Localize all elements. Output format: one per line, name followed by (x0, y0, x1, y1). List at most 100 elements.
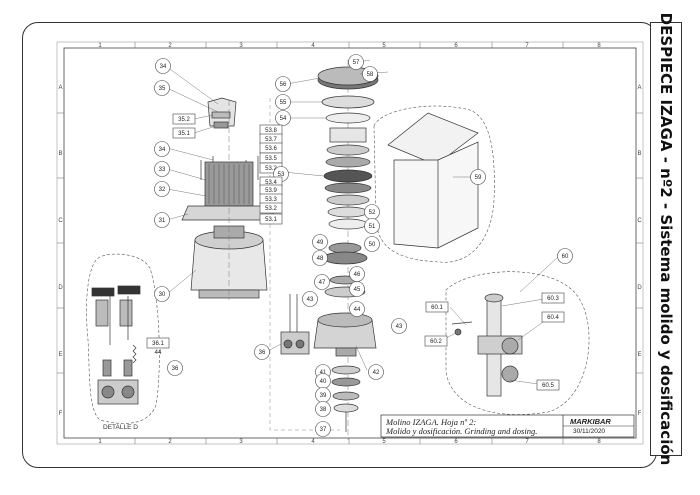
zone-column-label-top: 5 (382, 43, 386, 49)
callout-30: 30 (154, 286, 170, 302)
callout-label: 51 (369, 224, 376, 230)
zone-column-label-bottom: 7 (525, 439, 529, 445)
callout-35-1: 35.1 (172, 127, 196, 139)
callout-bubble (349, 281, 365, 297)
callout-60-2: 60.2 (424, 335, 448, 347)
zone-row-label-left: A (58, 85, 62, 91)
zone-column-label-top: 4 (311, 43, 315, 49)
callout-bubble (154, 161, 170, 177)
callout-box (424, 335, 448, 347)
callout-53-7: 53.7 (259, 133, 283, 145)
callout-label: 53.2 (265, 206, 277, 212)
callout-label: 34 (160, 64, 167, 70)
callout-label: 46 (354, 272, 361, 278)
callout-35-2: 35.2 (172, 113, 196, 125)
callout-label: 42 (373, 370, 380, 376)
callout-box (536, 379, 560, 391)
zone-row-label-left: F (59, 411, 63, 417)
callout-bubble (302, 291, 318, 307)
callout-label: 41 (320, 370, 327, 376)
callout-label: 35.1 (178, 131, 190, 137)
zone-column-label-top: 8 (597, 43, 601, 49)
callout-bubble (364, 236, 380, 252)
callout-bubble (254, 344, 270, 360)
callout-box (146, 337, 170, 349)
callout-bubble (275, 94, 291, 110)
callout-bubble (368, 364, 384, 380)
callout-label: 58 (367, 72, 374, 78)
callout-label: 37 (320, 427, 327, 433)
callout-label: 31 (159, 218, 166, 224)
callout-52: 52 (364, 204, 380, 220)
callout-60: 60 (557, 248, 573, 264)
zone-row-label-right: F (638, 411, 642, 417)
callout-box (259, 213, 283, 225)
callout-bubble (364, 218, 380, 234)
callout-44: 44 (349, 301, 365, 317)
callout-label: 59 (475, 175, 482, 181)
callout-label: 53.7 (265, 137, 277, 143)
callout-48: 48 (312, 250, 328, 266)
callout-label: 32 (159, 187, 166, 193)
callout-60-5: 60.5 (536, 379, 560, 391)
dispenser (445, 271, 590, 415)
hopper (373, 105, 495, 263)
zone-column-label-top: 3 (239, 43, 243, 49)
callout-label: 56 (280, 82, 287, 88)
callout-bubble (312, 250, 328, 266)
callout-50: 50 (364, 236, 380, 252)
callout-label: 53.8 (265, 128, 277, 134)
callout-60-3: 60.3 (541, 292, 565, 304)
callout-57: 57 (348, 54, 364, 70)
callout-label: 44 (155, 350, 162, 356)
callout-33: 33 (154, 161, 170, 177)
callout-label: 60.1 (431, 305, 443, 311)
callout-label: 57 (353, 60, 360, 66)
zone-column-label-bottom: 8 (597, 439, 601, 445)
callout-label: 47 (319, 280, 326, 286)
callout-43: 43 (302, 291, 318, 307)
callout-label: 38 (320, 407, 327, 413)
callout-bubble (275, 110, 291, 126)
callout-label: 50 (369, 242, 376, 248)
callout-53-1: 53.1 (259, 213, 283, 225)
callout-bubble (154, 181, 170, 197)
callout-35: 35 (154, 80, 170, 96)
callout-label: 60.5 (542, 383, 554, 389)
grinding-stack (280, 66, 379, 432)
callout-bubble (275, 76, 291, 92)
callout-53-2: 53.2 (259, 202, 283, 214)
callout-label: 36 (259, 350, 266, 356)
callout-bubble (312, 234, 328, 250)
callout-47: 47 (314, 274, 330, 290)
zone-column-label-bottom: 2 (168, 439, 172, 445)
callout-55: 55 (275, 94, 291, 110)
callout-bubble (348, 54, 364, 70)
callout-53-5: 53.5 (259, 152, 283, 164)
callout-38: 38 (315, 401, 331, 417)
callout-bubble (154, 80, 170, 96)
callout-label: 60 (562, 254, 569, 260)
callout-49: 49 (312, 234, 328, 250)
zone-row-label-left: E (58, 352, 62, 358)
zone-row-label-right: D (637, 285, 642, 291)
callout-56: 56 (275, 76, 291, 92)
title-block-description-2: Molido y dosificación. Grinding and dosi… (386, 426, 538, 436)
callout-60-1: 60.1 (425, 301, 449, 313)
callout-bubble (314, 274, 330, 290)
callout-36-1: 36.1 (146, 337, 170, 349)
sheet-title-tab (650, 22, 682, 456)
callout-43: 43 (391, 318, 407, 334)
zone-ticks (57, 42, 643, 444)
callout-bubble (557, 248, 573, 264)
callout-bubble (167, 360, 183, 376)
detail-d-label: DETALLE D (103, 424, 138, 431)
callout-32: 32 (154, 181, 170, 197)
callout-bubble (155, 58, 171, 74)
callout-bubble (362, 66, 378, 82)
callout-label: 34 (159, 147, 166, 153)
callout-label: 60.4 (547, 315, 559, 321)
callout-label: 53.5 (265, 156, 277, 162)
callout-34: 34 (155, 58, 171, 74)
